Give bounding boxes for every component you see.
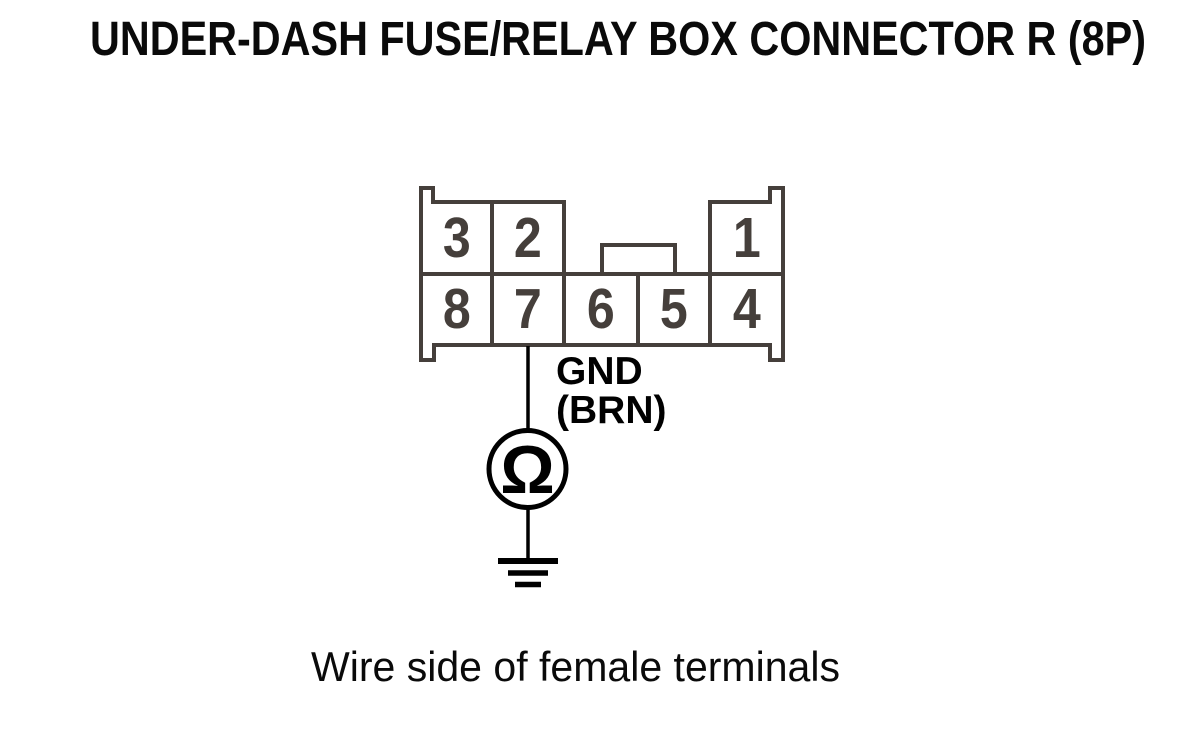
ohm-glyph: Ω xyxy=(500,432,555,508)
pin-cell-1: 1 xyxy=(710,202,783,274)
pin-number-2: 2 xyxy=(514,205,542,270)
ohmmeter-circle xyxy=(486,428,569,510)
wire-label: GND (BRN) xyxy=(556,352,666,430)
connector-outline xyxy=(419,186,785,362)
pin-number-8: 8 xyxy=(442,277,471,341)
page-title: UNDER-DASH FUSE/RELAY BOX CONNECTOR R (8… xyxy=(90,13,1146,66)
pin-cell-8: 8 xyxy=(421,274,492,345)
ohmmeter-symbol: Ω xyxy=(488,431,567,507)
wire-signal-name: GND xyxy=(556,350,643,393)
diagram-caption: Wire side of female terminals xyxy=(311,643,840,690)
pin-cell-7: 7 xyxy=(492,274,564,345)
pin-number-3: 3 xyxy=(442,205,471,270)
wire-color-code: (BRN) xyxy=(556,389,667,432)
pin-number-7: 7 xyxy=(514,277,542,341)
pin-cell-2: 2 xyxy=(492,202,564,274)
pin-number-6: 6 xyxy=(587,277,615,341)
pin-cell-4: 4 xyxy=(710,274,783,345)
pin-cell-6: 6 xyxy=(564,274,638,345)
pin-number-4: 4 xyxy=(732,277,761,341)
pin-number-5: 5 xyxy=(660,277,688,341)
pin-cell-3: 3 xyxy=(421,202,492,274)
pin-number-1: 1 xyxy=(732,205,761,270)
pin-cell-5: 5 xyxy=(638,274,710,345)
